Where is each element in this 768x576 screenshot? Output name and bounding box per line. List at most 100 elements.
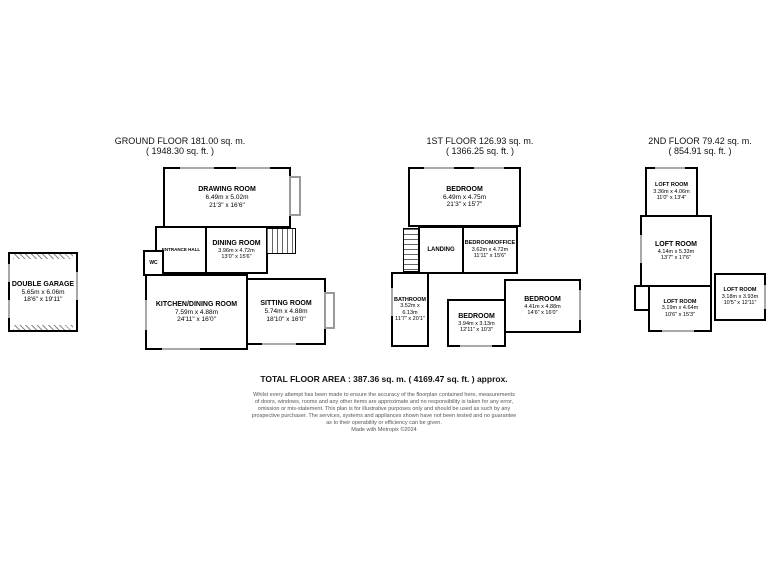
loft1-imperial: 11'0" x 13'4"	[656, 195, 687, 202]
loft4-metric: 3.18m x 3.93m	[721, 293, 759, 300]
second-floor-title: 2ND FLOOR 79.42 sq. m. ( 854.91 sq. ft. …	[615, 136, 768, 156]
drawing-imperial: 21'3" x 16'6"	[209, 201, 245, 209]
ground-floor-title-line1: GROUND FLOOR 181.00 sq. m.	[114, 136, 246, 146]
loft3-metric: 3.19m x 4.64m	[661, 305, 699, 312]
window-marker	[655, 167, 685, 169]
bathroom-metric: 3.52m x 6.13m	[400, 303, 420, 316]
room-wc: WC	[143, 250, 164, 276]
sitting-name: SITTING ROOM	[260, 300, 312, 307]
room-kitchen-dining: KITCHEN/DINING ROOM 7.59m x 4.88m 24'11"…	[145, 274, 248, 350]
window-marker	[236, 167, 270, 169]
bedroom1-metric: 6.49m x 4.75m	[443, 193, 486, 201]
bedroom1-name: BEDROOM	[446, 185, 483, 193]
loft1-metric: 3.36m x 4.06m	[653, 188, 690, 195]
window-marker	[391, 288, 393, 316]
ground-floor-title: GROUND FLOOR 181.00 sq. m. ( 1948.30 sq.…	[90, 136, 270, 156]
window-marker	[460, 345, 492, 347]
bedroom2-metric: 4.41m x 4.88m	[524, 303, 561, 310]
room-landing: LANDING	[418, 226, 464, 274]
disclaimer-line-4: prospective purchaser. The services, sys…	[251, 413, 517, 419]
drawing-name: DRAWING ROOM	[198, 186, 256, 193]
room-sitting: SITTING ROOM 5.74m x 4.88m 18'10" x 16'0…	[246, 278, 326, 345]
entrance-hall-label: ENTRANCE HALL	[161, 247, 201, 252]
window-marker	[262, 343, 296, 345]
bedroom3-imperial: 12'11" x 10'3"	[460, 327, 493, 333]
room-dining: DINING ROOM 3.96m x 4.72m 13'0" x 15'6"	[205, 226, 268, 274]
bedoffice-metric: 3.62m x 4.72m	[471, 246, 509, 253]
window-marker	[8, 300, 10, 318]
bathroom-name: BATHROOM	[394, 296, 426, 303]
dining-imperial: 13'0" x 15'6"	[221, 254, 252, 260]
window-marker	[162, 348, 200, 350]
loft3-name: LOFT ROOM	[663, 298, 697, 305]
room-loft-2: LOFT ROOM 4.14m x 5.33m 13'7" x 17'6"	[640, 215, 712, 287]
kitchen-name: KITCHEN/DINING ROOM	[155, 300, 238, 308]
disclaimer-line-3: omission or mis-statement. This plan is …	[257, 406, 511, 412]
loft2-name: LOFT ROOM	[655, 240, 697, 248]
loft1-name: LOFT ROOM	[654, 182, 688, 189]
first-floor-title: 1ST FLOOR 126.93 sq. m. ( 1366.25 sq. ft…	[390, 136, 570, 156]
room-double-garage: DOUBLE GARAGE 5.65m x 6.06m 18'6" x 19'1…	[8, 252, 78, 332]
staircase-first	[403, 228, 419, 272]
window-marker	[640, 235, 642, 263]
bay-window	[324, 292, 335, 329]
second-floor-title-line2: ( 854.91 sq. ft. )	[668, 146, 732, 156]
kitchen-metric: 7.59m x 4.88m	[175, 308, 218, 316]
bedoffice-imperial: 11'11" x 15'6"	[473, 253, 507, 260]
loft-closet	[634, 285, 650, 311]
metropix-credit: Made with Metropix ©2024	[351, 427, 417, 433]
window-marker	[76, 272, 78, 300]
disclaimer-line-5: as to their operability or efficiency ca…	[326, 420, 442, 426]
drawing-metric: 6.49m x 5.02m	[205, 194, 249, 201]
window-marker	[764, 285, 766, 309]
window-marker	[424, 167, 454, 169]
bedroom2-name: BEDROOM	[524, 295, 561, 303]
bedroom3-name: BEDROOM	[458, 312, 495, 320]
window-marker	[474, 167, 504, 169]
wc-label: WC	[149, 260, 158, 266]
first-floor-title-line2: ( 1366.25 sq. ft. )	[445, 146, 515, 156]
total-floor-area: TOTAL FLOOR AREA : 387.36 sq. m. ( 4169.…	[260, 374, 508, 384]
disclaimer: Whilst every attempt has been made to en…	[0, 392, 768, 434]
room-loft-1: LOFT ROOM 3.36m x 4.06m 11'0" x 13'4"	[645, 167, 698, 217]
bathroom-imperial: 11'7" x 20'1"	[395, 316, 425, 322]
room-bedroom-3: BEDROOM 3.94m x 3.13m 12'11" x 10'3"	[447, 299, 506, 347]
garage-metric: 5.65m x 6.06m	[21, 288, 65, 296]
room-bedroom-2: BEDROOM 4.41m x 4.88m 14'6" x 16'0"	[504, 279, 581, 333]
dining-metric: 3.96m x 4.72m	[218, 247, 255, 254]
garage-imperial: 18'6" x 19'11"	[23, 296, 63, 303]
garage-name: DOUBLE GARAGE	[11, 280, 75, 288]
bedoffice-name: BEDROOM/OFFICE	[464, 240, 516, 247]
loft2-metric: 4.14m x 5.33m	[657, 248, 695, 255]
landing-label: LANDING	[427, 247, 455, 253]
ground-floor-title-line2: ( 1948.30 sq. ft. )	[145, 146, 215, 156]
disclaimer-line-1: Whilst every attempt has been made to en…	[253, 392, 515, 398]
bedroom3-metric: 3.94m x 3.13m	[458, 320, 495, 327]
window-marker	[662, 330, 694, 332]
dining-name: DINING ROOM	[212, 239, 261, 247]
disclaimer-line-2: of doors, windows, rooms and any other i…	[254, 399, 514, 405]
window-marker	[180, 167, 214, 169]
room-drawing: DRAWING ROOM 6.49m x 5.02m 21'3" x 16'6"	[163, 167, 291, 228]
loft3-imperial: 10'6" x 15'3"	[664, 311, 696, 318]
kitchen-imperial: 24'11" x 16'0"	[177, 316, 216, 323]
garage-door-top	[13, 254, 73, 259]
loft4-name: LOFT ROOM	[723, 287, 757, 294]
staircase-ground	[266, 228, 296, 254]
sitting-imperial: 18'10" x 16'0"	[266, 315, 306, 323]
room-bedroom-office: BEDROOM/OFFICE 3.62m x 4.72m 11'11" x 15…	[462, 226, 518, 274]
bedroom1-imperial: 21'3" x 15'7"	[446, 201, 483, 208]
room-bedroom-1: BEDROOM 6.49m x 4.75m 21'3" x 15'7"	[408, 167, 521, 227]
first-floor-title-line1: 1ST FLOOR 126.93 sq. m.	[426, 136, 534, 146]
window-marker	[145, 300, 147, 330]
second-floor-title-line1: 2ND FLOOR 79.42 sq. m.	[648, 136, 752, 146]
room-bathroom: BATHROOM 3.52m x 6.13m 11'7" x 20'1"	[391, 272, 429, 347]
window-marker	[579, 290, 581, 320]
loft2-imperial: 13'7" x 17'6"	[660, 255, 692, 261]
room-loft-4: LOFT ROOM 3.18m x 3.93m 10'5" x 12'11"	[714, 273, 766, 321]
loft4-imperial: 10'5" x 12'11"	[723, 300, 757, 307]
bedroom2-imperial: 14'6" x 16'0"	[527, 310, 558, 316]
bay-window	[289, 176, 301, 216]
garage-door-bottom	[13, 325, 73, 330]
